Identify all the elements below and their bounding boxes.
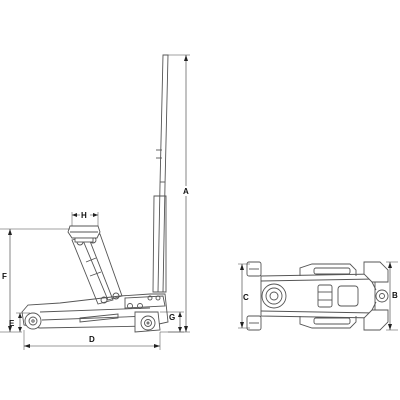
dimension-label-e: E xyxy=(9,319,15,328)
top-pump xyxy=(317,284,359,308)
top-view xyxy=(246,261,389,331)
dimension-label-h: H xyxy=(81,211,87,220)
dimension-e: E xyxy=(9,312,30,332)
dimension-h: H xyxy=(71,209,99,226)
front-wheel xyxy=(24,312,42,330)
dimension-a: A xyxy=(168,54,191,333)
dimension-label-a: A xyxy=(183,187,189,196)
top-saddle xyxy=(261,283,287,309)
dimension-label-g: G xyxy=(169,313,175,322)
handle-shaft xyxy=(152,54,169,293)
dimension-label-f: F xyxy=(2,272,7,281)
saddle xyxy=(67,225,101,243)
dimension-label-b: B xyxy=(392,291,398,300)
top-front-wheels xyxy=(246,261,262,331)
side-view xyxy=(21,54,169,333)
dimension-c: C xyxy=(238,263,250,329)
lift-arm xyxy=(71,233,123,305)
dimension-label-d: D xyxy=(89,335,95,344)
top-rear-casters xyxy=(363,261,389,331)
dimension-b: B xyxy=(386,261,399,331)
dimension-d: D xyxy=(23,330,161,350)
dimension-label-c: C xyxy=(243,293,249,302)
rear-caster xyxy=(134,311,161,333)
dimension-f: F xyxy=(0,228,70,333)
dimension-g: G xyxy=(160,311,184,333)
